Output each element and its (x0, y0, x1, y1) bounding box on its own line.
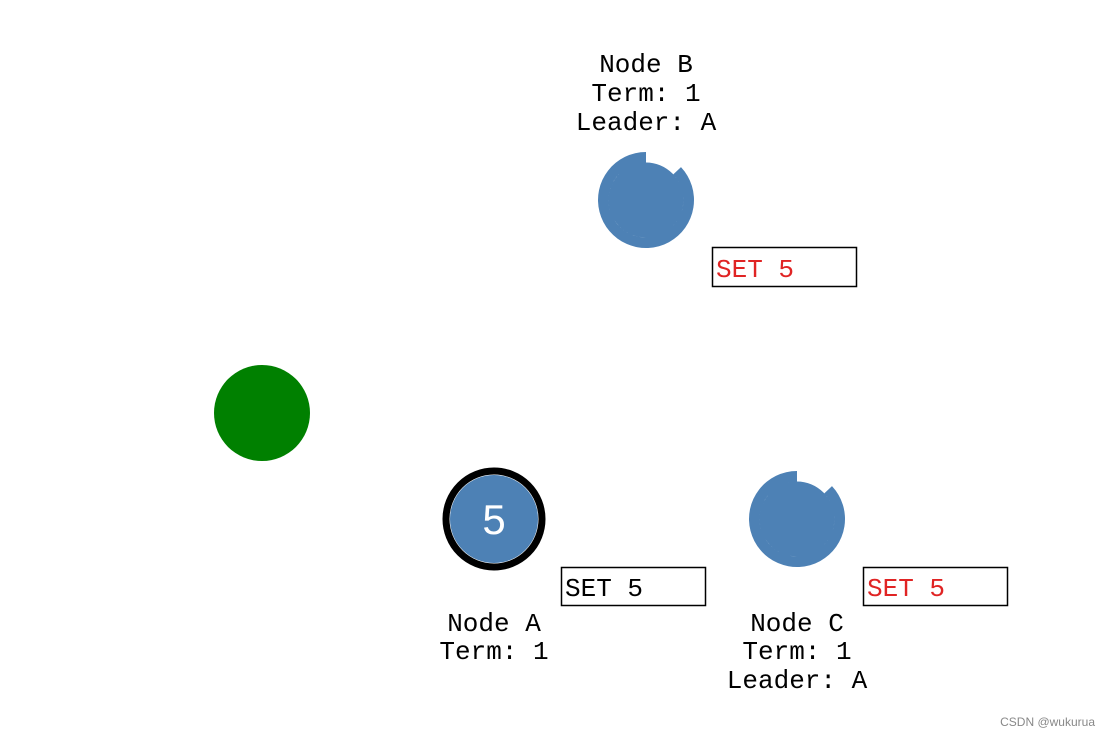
leader-ring (442, 467, 546, 571)
node-c-term: Term: 1 (742, 637, 851, 667)
node-b-log-box (711, 246, 858, 288)
node-b-log-text: SET 5 (716, 255, 794, 285)
node-b: Node B Term: 1 Leader: A SET 5 (576, 50, 858, 288)
node-c-leader: Leader: A (727, 666, 868, 696)
client-node[interactable] (214, 365, 310, 461)
node-a-log-text: SET 5 (565, 574, 643, 604)
node-c-log-text: SET 5 (867, 574, 945, 604)
node-b-term: Term: 1 (591, 79, 700, 109)
node-c-log-entry: SET 5 (862, 566, 1009, 607)
node-b-circle[interactable] (598, 152, 694, 249)
node-a-name: Node A (447, 609, 541, 639)
node-a-circle[interactable] (450, 475, 538, 563)
node-a-log-box (560, 566, 707, 607)
node-b-leader: Leader: A (576, 108, 717, 138)
node-b-log-entry: SET 5 (711, 246, 858, 288)
node-a-term: Term: 1 (439, 637, 548, 667)
node-c-circle[interactable] (749, 471, 845, 567)
node-b-name: Node B (599, 50, 693, 80)
node-a: 5 Node A Term: 1 SET 5 (439, 467, 707, 667)
node-c: Node C Term: 1 Leader: A SET 5 (727, 471, 1009, 696)
node-a-log-entry: SET 5 (560, 566, 707, 607)
node-a-value: 5 (482, 496, 505, 543)
node-c-log-box (862, 566, 1009, 607)
watermark: CSDN @wukurua (1000, 715, 1095, 729)
node-c-name: Node C (750, 609, 844, 639)
